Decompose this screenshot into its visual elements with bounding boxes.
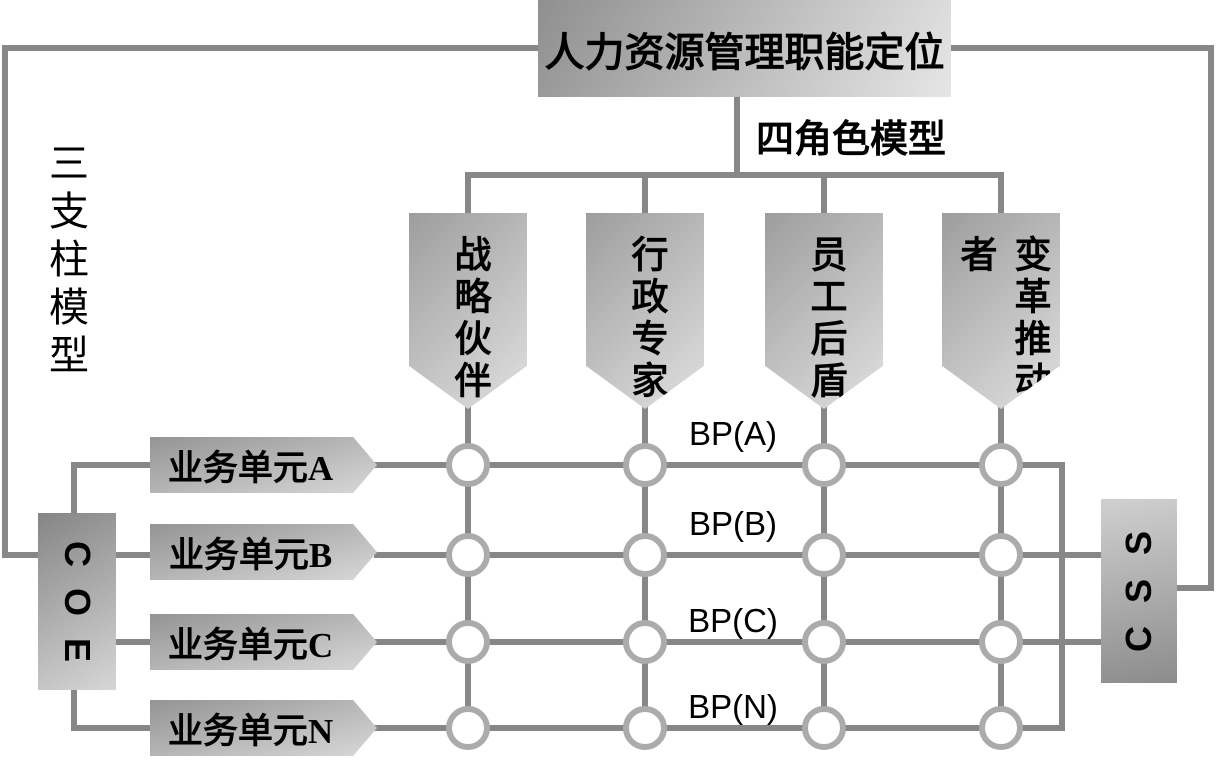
grid-node <box>623 620 667 664</box>
connector-coe-unit-n-h <box>71 725 152 731</box>
grid-node <box>979 533 1023 577</box>
connector-coe-unit-b <box>114 552 152 558</box>
connector-role-stem-2 <box>642 172 648 218</box>
bp-label-a: BP(A) <box>688 415 777 452</box>
page-title: 人力资源管理职能定位 <box>544 29 945 75</box>
four-role-model-label: 四角色模型 <box>756 119 947 161</box>
ssc-letter: C <box>1118 626 1159 652</box>
grid-node <box>802 533 846 577</box>
grid-node <box>979 443 1023 487</box>
connector-coe-unit-a-h <box>71 462 152 468</box>
grid-node <box>446 443 490 487</box>
grid-node <box>623 706 667 750</box>
grid-node <box>802 620 846 664</box>
connector-role-stem-1 <box>465 172 471 218</box>
ssc-box: S S C <box>1101 499 1177 683</box>
three-pillar-model-label: 三支柱模型 <box>43 142 88 382</box>
connector-right-collector-v <box>1059 462 1065 731</box>
connector-title-stem <box>734 97 740 178</box>
role-pentagon-employee-champion: 员工后盾 <box>765 213 883 409</box>
connector-coe-unit-a-v <box>71 462 77 519</box>
connector-top-left-h <box>2 45 538 51</box>
grid-row-line-c <box>374 639 1101 645</box>
grid-node <box>802 443 846 487</box>
connector-coe-unit-c <box>114 639 152 645</box>
role-label: 员工后盾 <box>804 235 845 403</box>
connector-role-stem-4 <box>998 172 1004 218</box>
business-unit-c-arrow: 业务单元C <box>150 614 377 670</box>
connector-coe-unit-n-v <box>71 684 77 731</box>
business-unit-a-arrow: 业务单元A <box>150 437 377 493</box>
bp-label-b: BP(B) <box>688 505 777 542</box>
grid-node <box>446 706 490 750</box>
ssc-letter: S <box>1117 530 1159 556</box>
coe-box: C O E <box>38 513 116 690</box>
grid-row-line-b <box>374 552 1101 558</box>
role-pentagon-admin-expert: 行政专家 <box>586 213 704 409</box>
role-label: 战略伙伴 <box>448 235 489 403</box>
bp-label-c: BP(C) <box>688 602 778 639</box>
grid-node <box>623 533 667 577</box>
connector-roles-h <box>465 172 1004 178</box>
connector-right-v <box>1208 45 1214 591</box>
title-box: 人力资源管理职能定位 <box>538 0 951 97</box>
grid-node <box>802 706 846 750</box>
connector-left-v <box>2 45 8 558</box>
bp-label-n: BP(N) <box>688 688 778 725</box>
grid-node <box>979 620 1023 664</box>
role-label: 行政专家 <box>625 235 666 403</box>
grid-node <box>446 533 490 577</box>
role-label: 变革推动者 <box>954 235 1049 403</box>
grid-node <box>623 443 667 487</box>
connector-role-stem-3 <box>821 172 827 218</box>
connector-top-right-h <box>951 45 1214 51</box>
coe-letter: E <box>56 637 98 662</box>
role-pentagon-change-agent: 变革推动者 <box>942 213 1060 409</box>
role-pentagon-strategic-partner: 战略伙伴 <box>409 213 527 409</box>
grid-node <box>979 706 1023 750</box>
grid-row-line-n <box>374 725 1065 731</box>
coe-letter: C <box>57 540 98 567</box>
connector-left-to-coe <box>2 552 46 558</box>
business-unit-b-arrow: 业务单元B <box>150 524 377 580</box>
grid-node <box>446 620 490 664</box>
business-unit-n-arrow: 业务单元N <box>150 700 377 756</box>
coe-letter: O <box>56 587 98 616</box>
connector-ssc-right <box>1175 585 1214 591</box>
grid-row-line-a <box>374 462 1065 468</box>
ssc-letter: S <box>1117 578 1159 604</box>
